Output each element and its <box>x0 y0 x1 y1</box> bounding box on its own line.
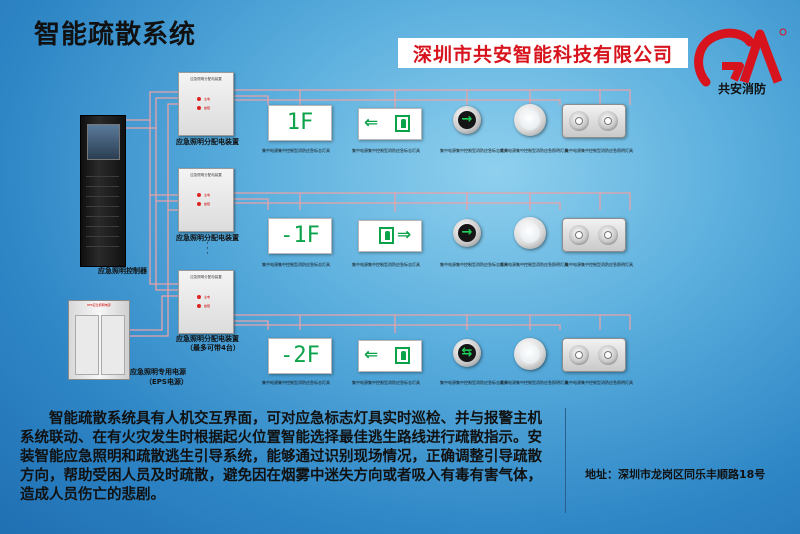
distribution-box: 应急照明分配电装置 主电 故障 <box>178 72 234 136</box>
directional-indicator: → <box>453 219 481 247</box>
emergency-light <box>514 217 546 249</box>
arrow-right-icon: → <box>458 224 476 242</box>
device-caption: 集中电源集中控制型消防应急标志灯具 <box>262 380 330 385</box>
device-caption: 集中电源集中控制型消防应急照明灯具 <box>500 148 568 153</box>
exit-sign-left: ⇐ <box>358 108 422 140</box>
directional-indicator: → <box>453 106 481 134</box>
system-description: 智能疏散系统具有人机交互界面，可对应急标志灯具实时巡检、并与报警主机系统联动、在… <box>20 411 542 503</box>
exit-sign-left: ⇐ <box>358 340 422 372</box>
distribution-box-sublabel: （最多可带4台） <box>186 344 240 352</box>
twin-emergency-light <box>562 338 626 372</box>
twin-emergency-light <box>562 218 626 252</box>
exit-door-icon <box>379 227 394 244</box>
company-logo <box>694 28 787 87</box>
eps-label: 应急照明专用电源 <box>130 368 186 376</box>
emergency-lighting-controller <box>80 115 126 267</box>
device-caption: 集中电源集中控制型消防应急照明灯具 <box>565 148 633 153</box>
distribution-box-label: 应急照明分配电装置 <box>176 335 239 343</box>
company-banner <box>398 38 688 68</box>
distribution-box-label: 应急照明分配电装置 <box>176 234 239 242</box>
device-caption: 集中电源集中控制型消防应急照明灯具 <box>565 380 633 385</box>
page-title: 智能疏散系统 <box>34 20 197 50</box>
device-caption: 集中电源集中控制型消防应急标志灯具 <box>440 262 508 267</box>
eps-tag: EPS应急照明电源 <box>87 303 111 307</box>
arrow-left-icon: ⇐ <box>364 113 379 133</box>
company-name: 深圳市共安智能科技有限公司 <box>412 44 673 66</box>
device-caption: 集中电源集中控制型消防应急标志灯具 <box>352 262 420 267</box>
company-address: 地址：深圳市龙岗区同乐丰顺路18号 <box>585 468 766 481</box>
device-caption: 集中电源集中控制型消防应急标志灯具 <box>352 148 420 153</box>
floor-sign-b2: -2F <box>268 338 332 374</box>
exit-door-icon <box>395 115 410 132</box>
device-caption: 集中电源集中控制型消防应急标志灯具 <box>440 148 508 153</box>
logo-text: 共安消防 <box>717 82 766 96</box>
arrow-right-icon: ⇒ <box>397 225 412 245</box>
continuation-dots: ··· <box>206 239 209 259</box>
twin-emergency-light <box>562 104 626 138</box>
device-caption: 集中电源集中控制型消防应急照明灯具 <box>565 262 633 267</box>
controller-screen <box>87 124 120 160</box>
distribution-box: 应急照明分配电装置 主电 故障 <box>178 168 234 232</box>
device-caption: 集中电源集中控制型消防应急标志灯具 <box>352 380 420 385</box>
distribution-box: 应急照明分配电装置 主电 故障 <box>178 270 234 334</box>
device-caption: 集中电源集中控制型消防应急照明灯具 <box>500 262 568 267</box>
arrow-left-icon: ⇐ <box>364 345 379 365</box>
controller-label: 应急照明控制器 <box>98 267 147 275</box>
device-caption: 集中电源集中控制型消防应急标志灯具 <box>262 262 330 267</box>
floor-sign-1f: 1F <box>268 105 332 141</box>
distribution-box-label: 应急照明分配电装置 <box>176 138 239 146</box>
floor-sign-b1: -1F <box>268 218 332 254</box>
exit-door-icon <box>395 347 410 364</box>
divider <box>565 408 566 513</box>
eps-sublabel: （EPS电源） <box>145 378 188 386</box>
device-caption: 集中电源集中控制型消防应急标志灯具 <box>440 380 508 385</box>
emergency-light <box>514 104 546 136</box>
eps-power-supply: EPS应急照明电源 <box>68 300 130 380</box>
bidirectional-arrow-icon: ⇆ <box>458 344 476 362</box>
arrow-right-icon: → <box>458 111 476 129</box>
emergency-light <box>514 338 546 370</box>
exit-sign-right: ⇒ <box>358 220 422 252</box>
device-caption: 集中电源集中控制型消防应急照明灯具 <box>500 380 568 385</box>
device-caption: 集中电源集中控制型消防应急标志灯具 <box>262 148 330 153</box>
directional-indicator: ⇆ <box>453 339 481 367</box>
